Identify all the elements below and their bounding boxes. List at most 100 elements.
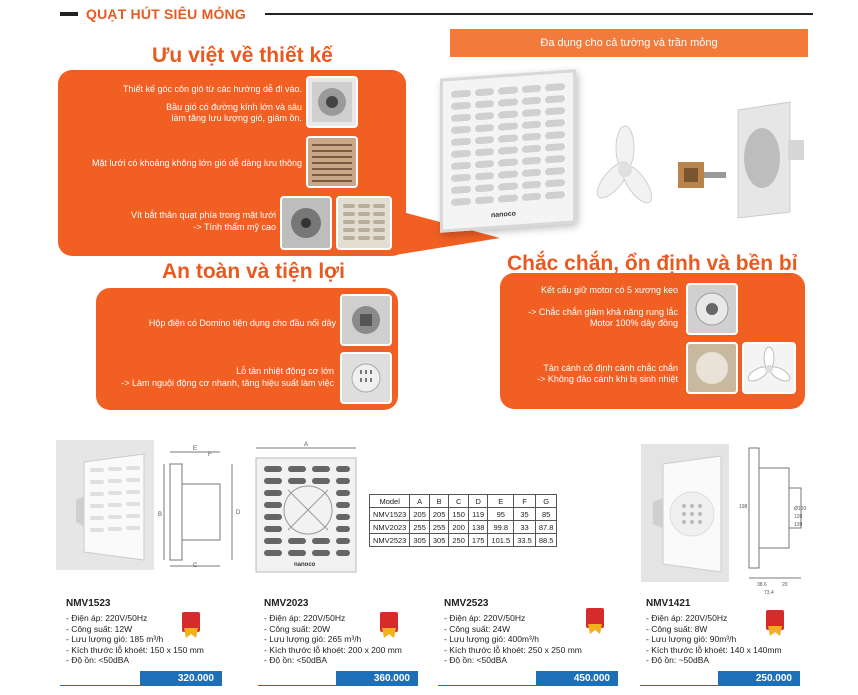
durability-item-1: Kết cấu giữ motor có 5 xương keo	[540, 285, 678, 295]
spec-line: - Độ ồn: ~50dBA	[646, 655, 710, 665]
table-row: NMV2023 255 255 200 138 99.8 33 87.8	[368, 520, 558, 534]
funnel-thumbnail	[306, 76, 358, 128]
safety-item-2: Lỗ tản nhiệt động cơ lớn	[236, 366, 334, 376]
durability-item-3: Motor 100% dây đồng	[589, 318, 678, 328]
spec-line: - Công suất: 20W	[264, 623, 331, 634]
spec-line: - Lưu lượng gió: 185 m³/h	[66, 634, 164, 644]
table-cell: NMV2523	[368, 533, 411, 547]
durability-item-4: Tản cánh cố định cánh chắc chắn	[543, 363, 678, 373]
table-cell: 205	[428, 507, 450, 521]
spec-line: - Công suất: 24W	[444, 623, 511, 634]
spec-line: - Điện áp: 220V/50Hz	[264, 613, 346, 623]
drawing-brand-logo: nanoco	[294, 562, 316, 568]
table-header-row: Model A B C D E F G	[368, 494, 558, 508]
grille-thumbnail	[306, 136, 358, 188]
product-specs: - Điện áp: 220V/50Hz - Công suất: 20W - …	[264, 613, 402, 666]
table-cell: 119	[467, 507, 489, 521]
grille-slots	[443, 72, 573, 216]
grille-front-thumbnail	[336, 196, 392, 250]
dim-38-6: 38.6	[757, 582, 767, 588]
fan-blade-image	[596, 125, 653, 204]
price-tag: 320.000	[140, 671, 222, 686]
table-row: NMV2523 305 305 250 175 101.5 33.5 88.5	[368, 533, 558, 547]
price-tag: 450.000	[536, 671, 618, 686]
product-specs: - Điện áp: 220V/50Hz - Công suất: 24W - …	[444, 613, 582, 666]
product-specs: - Điện áp: 220V/50Hz - Công suất: 8W - L…	[646, 613, 782, 666]
safety-item-3: -> Làm nguội động cơ nhanh, tăng hiệu su…	[121, 378, 334, 388]
brand-logo: nanoco	[491, 210, 516, 220]
warranty-badge-icon	[380, 612, 398, 638]
banner: Đa dụng cho cả tường và trần mỏng	[450, 29, 808, 57]
spec-line: - Công suất: 8W	[646, 623, 708, 634]
table-header: F	[513, 494, 536, 508]
product-name: NMV1523	[66, 598, 111, 609]
front-dimension-drawing: A nanoco	[252, 442, 360, 576]
nmv1421-photo	[641, 444, 729, 582]
spec-line: - Lưu lượng gió: 265 m³/h	[264, 634, 362, 644]
blade-base-thumbnail	[686, 342, 738, 394]
table-cell: 95	[487, 507, 515, 521]
product-name: NMV1421	[646, 598, 691, 609]
dim-letter-c: C	[193, 563, 198, 569]
table-cell: NMV1523	[368, 507, 411, 521]
table-cell: 305	[428, 533, 450, 547]
table-cell: 33.5	[513, 533, 536, 547]
motor-image	[678, 162, 726, 188]
motor-mount-thumbnail	[686, 283, 738, 335]
design-item-3: làm tăng lưu lượng gió, giảm ồn.	[171, 113, 302, 123]
blade-thumbnail	[742, 342, 796, 394]
spec-line: - Độ ồn: <50dBA	[66, 655, 130, 665]
table-cell: 87.8	[534, 520, 558, 534]
page-title: QUẠT HÚT SIÊU MỎNG	[86, 6, 246, 22]
dim-73-4: 73.4	[764, 590, 774, 596]
spec-line: - Kích thước lỗ khoét: 150 x 150 mm	[66, 644, 204, 655]
table-header: G	[534, 494, 558, 508]
table-cell: 205	[409, 507, 430, 521]
dim-letter-b: B	[158, 512, 163, 518]
durability-item-2: -> Chắc chắn giảm khả năng rung lắc	[528, 307, 678, 317]
table-header: A	[409, 494, 430, 508]
header-rule	[265, 13, 813, 15]
table-cell: 255	[409, 520, 430, 534]
domino-thumbnail	[340, 294, 392, 346]
panel-pointer	[395, 210, 500, 255]
table-cell: 255	[428, 520, 450, 534]
product-specs: - Điện áp: 220V/50Hz - Công suất: 12W - …	[66, 613, 204, 666]
design-item-4: Mặt lưới có khoảng không lớn gió dễ dàng…	[92, 158, 302, 168]
design-item-6: -> Tính thẩm mỹ cao	[193, 222, 276, 232]
table-cell: 200	[448, 520, 469, 534]
spec-table: Model A B C D E F G NMV1523 205 205 150 …	[368, 494, 558, 547]
table-cell: 150	[448, 507, 469, 521]
table-cell: 99.8	[487, 520, 515, 534]
spec-line: - Độ ồn: <50dBA	[264, 655, 328, 665]
table-cell: 88.5	[534, 533, 558, 547]
fan-housing-image	[737, 101, 804, 219]
dim-20: 20	[782, 582, 788, 588]
dim-letter-e: E	[193, 446, 198, 452]
table-header: D	[467, 494, 489, 508]
table-header: E	[487, 494, 515, 508]
dim-letter-a: A	[304, 442, 309, 448]
table-cell: 305	[409, 533, 430, 547]
nmv1523-photo	[56, 440, 154, 570]
table-cell: 175	[467, 533, 489, 547]
section-title-durability: Chắc chắn, ổn định và bền bỉ	[507, 252, 798, 275]
section-title-safety: An toàn và tiện lợi	[162, 260, 345, 283]
design-item-2: Bầu gió có đường kính lớn và sâu	[166, 102, 302, 112]
table-cell: 101.5	[487, 533, 515, 547]
spec-line: - Lưu lượng gió: 400m³/h	[444, 634, 539, 644]
table-cell: 35	[513, 507, 536, 521]
table-header: C	[448, 494, 469, 508]
price-underline	[438, 685, 618, 686]
spec-line: - Kích thước lỗ khoét: 250 x 250 mm	[444, 644, 582, 655]
vent-thumbnail	[340, 352, 392, 404]
table-header: Model	[368, 494, 411, 508]
section-title-design: Ưu việt về thiết kế	[152, 44, 333, 67]
warranty-badge-icon	[586, 608, 604, 634]
table-cell: 138	[467, 520, 489, 534]
dim-letter-d: D	[236, 510, 241, 516]
design-item-5: Vít bắt thân quạt phía trong mặt lưới	[130, 210, 276, 220]
table-header: B	[428, 494, 450, 508]
spec-line: - Lưu lượng gió: 90m³/h	[646, 634, 737, 644]
spec-line: - Công suất: 12W	[66, 623, 133, 634]
